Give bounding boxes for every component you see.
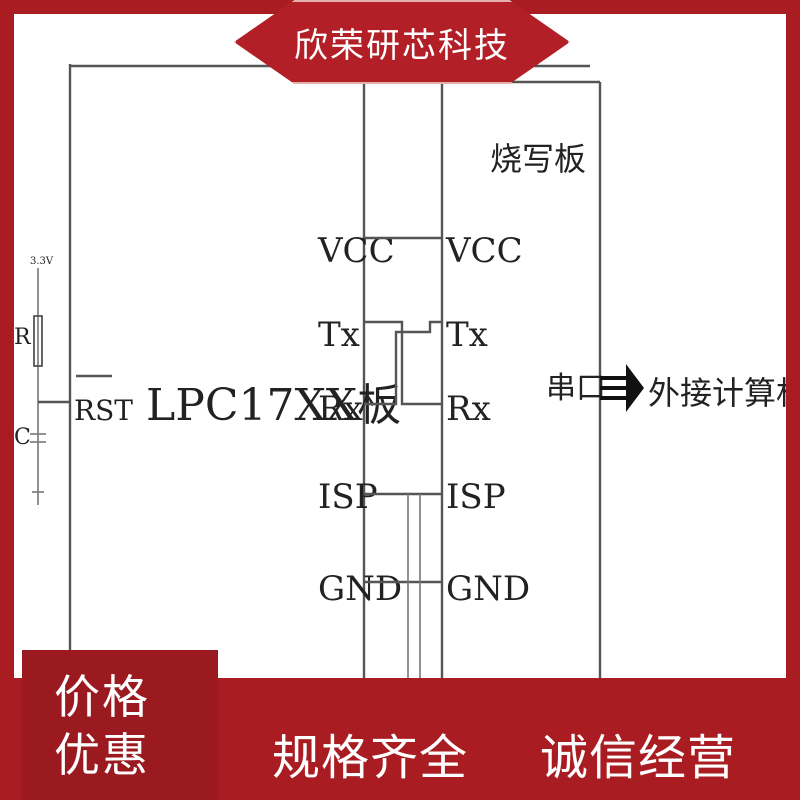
double-arrow-icon <box>600 364 644 412</box>
circuit-diagram: 3.3V R C RST LPC17XX板 烧写板 VCC Tx Rx ISP … <box>14 64 786 678</box>
rst-label: RST <box>74 394 133 427</box>
right-pin-gnd: GND <box>446 569 530 609</box>
left-pin-tx: Tx <box>318 315 360 355</box>
left-pin-gnd: GND <box>318 569 402 609</box>
price-text: 价格 优惠 <box>54 668 204 784</box>
right-pin-isp: ISP <box>446 477 506 517</box>
capacitor-label: C <box>14 425 31 450</box>
company-banner: 欣荣研芯科技 <box>234 0 570 84</box>
tx-to-rx-wire <box>364 320 442 406</box>
right-pin-tx: Tx <box>446 315 488 355</box>
price-line-2: 优惠 <box>54 728 150 782</box>
slogan-honest-business: 诚信经营 <box>540 730 737 786</box>
rx-to-tx-wire <box>364 320 442 406</box>
company-name: 欣荣研芯科技 <box>294 25 510 66</box>
voltage-label: 3.3V <box>30 256 54 267</box>
slogan-complete-specs: 规格齐全 <box>272 730 469 786</box>
left-pin-isp: ISP <box>318 477 378 517</box>
left-board-label: LPC17XX板 <box>146 380 401 431</box>
right-pin-vcc: VCC <box>445 231 523 271</box>
price-line-1: 价格 <box>54 670 150 724</box>
price-badge <box>22 650 218 800</box>
resistor-symbol <box>33 315 43 367</box>
serial-port-label: 串口 <box>546 371 606 406</box>
resistor-label: R <box>14 325 32 350</box>
right-board-label: 烧写板 <box>490 140 586 178</box>
external-serial-label: 外接计算机串口 <box>648 374 786 412</box>
right-pin-rx: Rx <box>446 389 491 429</box>
diagram-frame: 3.3V R C RST LPC17XX板 烧写板 VCC Tx Rx ISP … <box>14 14 786 678</box>
left-pin-rx: Rx <box>318 389 363 429</box>
